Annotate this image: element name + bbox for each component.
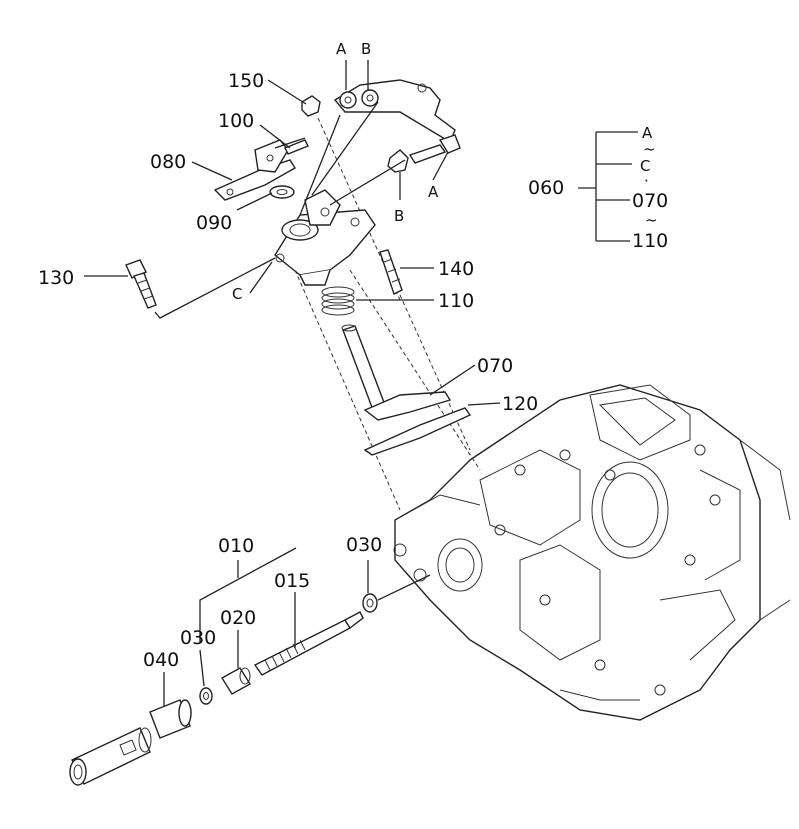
upper-lever — [299, 79, 456, 216]
washer-090 — [269, 185, 295, 199]
ref-label-a-top: A — [336, 40, 347, 58]
label-010: 010 — [218, 535, 254, 557]
group-item-dot: · — [644, 172, 649, 190]
spring-110 — [321, 286, 355, 316]
group-060-list: A ~ C · 070 ~ 110 — [632, 124, 668, 252]
group-item-tilde-1: ~ — [643, 140, 656, 158]
label-120: 120 — [502, 393, 538, 415]
label-090: 090 — [196, 212, 232, 234]
label-140: 140 — [438, 258, 474, 280]
rod-015 — [253, 611, 364, 676]
nut-150 — [301, 95, 321, 117]
group-item-110: 110 — [632, 230, 668, 252]
lever-080 — [213, 137, 306, 201]
cap-040 — [149, 699, 192, 739]
pin-100 — [284, 139, 309, 155]
ref-label-c: C — [232, 285, 242, 303]
label-015: 015 — [274, 570, 310, 592]
ref-label-b-top: B — [361, 40, 371, 58]
washer-030-left — [199, 687, 213, 705]
label-110: 110 — [438, 290, 474, 312]
group-item-c: C — [640, 157, 650, 175]
ref-label-b-nut: B — [394, 207, 404, 225]
stud-140 — [379, 249, 403, 295]
gasket-120 — [363, 407, 472, 456]
engine-block — [393, 384, 791, 721]
group-item-a: A — [642, 124, 653, 142]
label-030-left: 030 — [180, 627, 216, 649]
ref-label-a-bolt: A — [428, 183, 439, 201]
label-030-right: 030 — [346, 534, 382, 556]
leader-lines — [84, 60, 638, 706]
governor-housing — [274, 189, 376, 286]
sleeve-020 — [221, 667, 251, 695]
label-020: 020 — [220, 607, 256, 629]
tool-sleeve — [69, 727, 152, 786]
label-150: 150 — [228, 70, 264, 92]
label-100: 100 — [218, 110, 254, 132]
group-item-070: 070 — [632, 190, 668, 212]
label-040: 040 — [143, 649, 179, 671]
label-060: 060 — [528, 177, 564, 199]
washer-030-right — [362, 593, 378, 613]
bolt-130 — [125, 257, 276, 319]
bolt-ab — [329, 134, 461, 206]
group-item-tilde-2: ~ — [645, 211, 658, 229]
label-130: 130 — [38, 267, 74, 289]
shaft-070 — [341, 324, 452, 421]
label-070: 070 — [477, 355, 513, 377]
label-080: 080 — [150, 151, 186, 173]
